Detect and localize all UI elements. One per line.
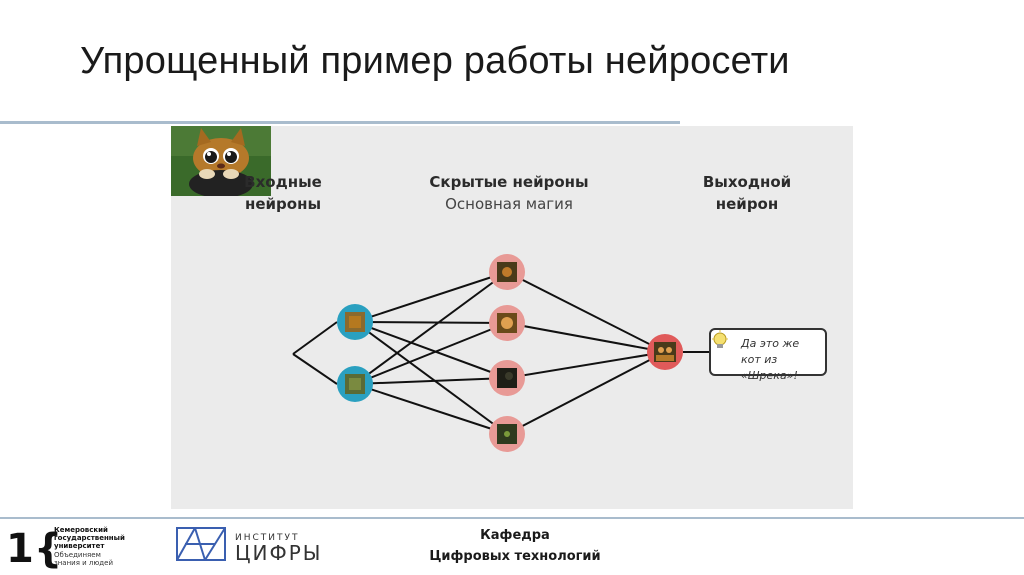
edge (292, 321, 338, 355)
university-line4: Объединяем (54, 551, 101, 559)
institute-line2: ЦИФРЫ (235, 541, 322, 564)
input-heading-line1: Входные (244, 173, 322, 191)
title-divider (0, 121, 680, 124)
output-neuron (647, 334, 683, 370)
university-logo-mark: 1{ Кемеровский государственный университ… (6, 526, 125, 572)
input-layer-heading: Входные нейроны (223, 171, 343, 215)
input-neuron (337, 366, 373, 402)
hidden-layer-heading: Скрытые нейроны Основная магия (417, 171, 601, 215)
hidden-neuron (489, 305, 525, 341)
edge (354, 321, 508, 435)
institute-line1: ИНСТИТУТ (235, 533, 300, 543)
edge (354, 321, 508, 379)
hidden-neuron (489, 416, 525, 452)
output-heading-line1: Выходной (702, 173, 792, 191)
university-logo: 1{ Кемеровский государственный университ… (6, 522, 146, 572)
hidden-neuron (489, 254, 525, 290)
input-heading-line2: нейроны (244, 195, 322, 213)
edges (292, 271, 709, 435)
edge (506, 322, 666, 353)
lightbulb-icon (712, 330, 728, 348)
output-heading-line2: нейрон (715, 195, 779, 213)
university-line1: Кемеровский (54, 526, 108, 534)
cat-photo (171, 126, 271, 196)
speech-line1: Да это же (741, 337, 800, 350)
speech-line2: кот из «Шрека»! (741, 353, 798, 382)
university-line5: знания и людей (54, 559, 113, 567)
dept-line2: Цифровых технологий (429, 549, 601, 564)
footer-divider (0, 517, 1024, 519)
edge (292, 353, 338, 385)
network-graph (292, 254, 709, 452)
output-speech-box: Да это же кот из «Шрека»! (709, 328, 827, 382)
dept-line1: Кафедра (480, 528, 550, 543)
input-neuron (337, 304, 373, 340)
edge (354, 322, 508, 385)
svg-text:1{: 1{ (6, 526, 62, 570)
edge (354, 271, 508, 385)
slide-title: Упрощенный пример работы нейросети (80, 40, 790, 82)
department-label: Кафедра Цифровых технологий (420, 525, 610, 567)
university-line3: университет (54, 542, 105, 550)
university-line2: государственный (54, 534, 125, 542)
institute-logo-mark: ИНСТИТУТ ЦИФРЫ (176, 527, 322, 565)
edge (354, 271, 508, 323)
edge (354, 321, 508, 324)
hidden-heading: Скрытые нейроны (429, 173, 589, 191)
output-layer-heading: Выходной нейрон (687, 171, 807, 215)
neural-network-diagram: Входные нейроны Скрытые нейроны Основная… (171, 126, 853, 509)
hidden-subheading: Основная магия (445, 195, 573, 213)
speech-text: Да это же кот из «Шрека»! (741, 336, 825, 384)
edge (506, 351, 666, 379)
hidden-neuron (489, 360, 525, 396)
institute-logo: ИНСТИТУТ ЦИФРЫ (175, 524, 375, 565)
edge (506, 271, 666, 353)
edge (354, 383, 508, 435)
edge (354, 377, 508, 385)
edge (506, 351, 666, 435)
